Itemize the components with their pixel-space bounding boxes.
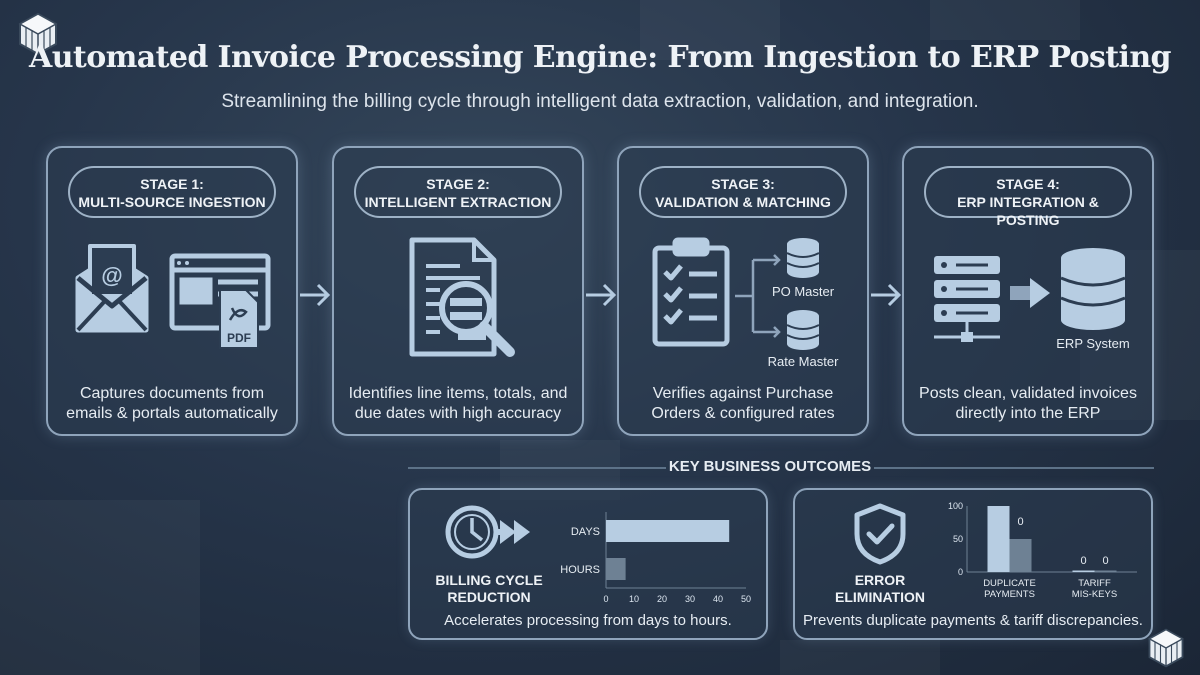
flow-arrow-icon xyxy=(300,283,331,307)
stage-1-description: Captures documents from emails & portals… xyxy=(66,385,278,422)
stage-3-card: STAGE 3: VALIDATION & MATCHING xyxy=(617,146,869,436)
bar-series-1-1 xyxy=(1072,570,1095,572)
stage-3-illustration: PO Master Rate Master xyxy=(652,237,839,369)
page-subtitle: Streamlining the billing cycle through i… xyxy=(221,91,979,112)
outcomes-heading: KEY BUSINESS OUTCOMES xyxy=(668,458,872,475)
stage-2-label: STAGE 2: INTELLIGENT EXTRACTION xyxy=(354,166,562,218)
category-label: DUPLICATE xyxy=(983,578,1036,589)
pdf-icon: PDF xyxy=(219,289,259,349)
shield-check-icon xyxy=(854,503,906,565)
stage-1-number: STAGE 1: xyxy=(140,176,204,192)
error-title-line1: ERROR xyxy=(854,572,906,588)
billing-cycle-title: BILLING CYCLE REDUCTION xyxy=(424,572,554,606)
category-label-days: DAYS xyxy=(571,526,600,538)
database-icon xyxy=(786,310,820,350)
billing-title-line2: REDUCTION xyxy=(447,589,531,605)
rate-master-label: Rate Master xyxy=(768,354,839,369)
x-tick-label: 10 xyxy=(629,594,639,604)
stage-3-number: STAGE 3: xyxy=(711,176,775,192)
connector-lines xyxy=(735,254,781,338)
billing-title-line1: BILLING CYCLE xyxy=(435,572,543,588)
category-label: MIS-KEYS xyxy=(1072,589,1117,600)
stage-4-number: STAGE 4: xyxy=(996,176,1060,192)
server-icon xyxy=(934,256,1000,342)
x-tick-label: 30 xyxy=(685,594,695,604)
arrow-right-icon xyxy=(1010,278,1050,308)
pdf-label: PDF xyxy=(227,331,251,345)
y-tick-label: 50 xyxy=(953,534,963,544)
flow-arrow-icon xyxy=(586,283,617,307)
x-tick-label: 40 xyxy=(713,594,723,604)
billing-cycle-description: Accelerates processing from days to hour… xyxy=(444,612,732,629)
database-icon xyxy=(1060,248,1126,330)
bar-series-1-0 xyxy=(987,506,1010,572)
cube-logo-icon xyxy=(1148,628,1184,668)
bar-series-2-1 xyxy=(1094,570,1117,572)
portal-dot xyxy=(177,261,181,265)
billing-cycle-card: BILLING CYCLE REDUCTION DAYS HOURS 0 10 20 30… xyxy=(408,488,768,640)
category-label-hours: HOURS xyxy=(560,564,600,576)
y-tick-label: 100 xyxy=(948,501,963,511)
stage-2-illustration xyxy=(409,237,515,357)
stage-3-name: VALIDATION & MATCHING xyxy=(655,194,831,210)
data-label: 0 xyxy=(1080,555,1086,567)
stage-4-label: STAGE 4: ERP INTEGRATION & POSTING xyxy=(924,166,1132,228)
stage-2-name: INTELLIGENT EXTRACTION xyxy=(364,194,552,210)
stage-2-number: STAGE 2: xyxy=(426,176,490,192)
page-title: Automated Invoice Processing Engine: Fro… xyxy=(29,40,1171,75)
bar-series-2-0 xyxy=(1009,539,1032,572)
stage-1-illustration: @ PDF xyxy=(75,244,271,349)
stage-4-description: Posts clean, validated invoices directly… xyxy=(919,385,1137,422)
stage-4-illustration: ERP System xyxy=(934,248,1130,351)
email-icon xyxy=(75,244,149,333)
cube-logo-icon xyxy=(18,12,58,56)
x-tick-label: 20 xyxy=(657,594,667,604)
x-tick-label: 50 xyxy=(741,594,751,604)
portal-dot xyxy=(185,261,189,265)
background-tile xyxy=(780,640,940,675)
category-label: TARIFF xyxy=(1078,578,1111,589)
x-tick-label: 0 xyxy=(603,594,608,604)
stage-4-card: STAGE 4: ERP INTEGRATION & POSTING ERP S… xyxy=(902,146,1154,436)
database-icon xyxy=(786,238,820,278)
error-elimination-title: ERROR ELIMINATION xyxy=(815,572,945,606)
billing-cycle-chart: DAYS HOURS 0 10 20 30 40 50 xyxy=(560,512,751,604)
y-tick-label: 0 xyxy=(958,567,963,577)
document-magnifier-icon xyxy=(409,237,515,357)
stage-3-label: STAGE 3: VALIDATION & MATCHING xyxy=(639,166,847,218)
stage-1-name: MULTI-SOURCE INGESTION xyxy=(78,194,266,210)
bar-hours xyxy=(606,558,626,580)
section-divider xyxy=(408,467,666,469)
stage-3-description: Verifies against Purchase Orders & confi… xyxy=(651,385,835,422)
bar-days xyxy=(606,520,730,542)
background-tile xyxy=(930,0,1080,40)
stage-4-name: ERP INTEGRATION & POSTING xyxy=(957,194,1099,228)
erp-system-label: ERP System xyxy=(1056,336,1129,351)
checklist-clipboard-icon xyxy=(652,237,730,347)
stage-2-description: Identifies line items, totals, and due d… xyxy=(348,385,568,422)
data-label: 0 xyxy=(1102,555,1108,567)
data-label: 0 xyxy=(1017,516,1023,528)
category-label: PAYMENTS xyxy=(984,589,1035,600)
email-at-symbol: @ xyxy=(101,263,122,288)
stage-1-label: STAGE 1: MULTI-SOURCE INGESTION xyxy=(68,166,276,218)
clock-fast-forward-icon xyxy=(445,505,530,559)
stage-1-card: STAGE 1: MULTI-SOURCE INGESTION @ PDF Ca… xyxy=(46,146,298,436)
section-divider xyxy=(874,467,1154,469)
flow-arrow-icon xyxy=(871,283,902,307)
error-elimination-description: Prevents duplicate payments & tariff dis… xyxy=(803,612,1143,629)
po-master-label: PO Master xyxy=(772,284,835,299)
error-title-line2: ELIMINATION xyxy=(835,589,925,605)
background-tile xyxy=(0,500,200,675)
stage-2-card: STAGE 2: INTELLIGENT EXTRACTION Identifi… xyxy=(332,146,584,436)
